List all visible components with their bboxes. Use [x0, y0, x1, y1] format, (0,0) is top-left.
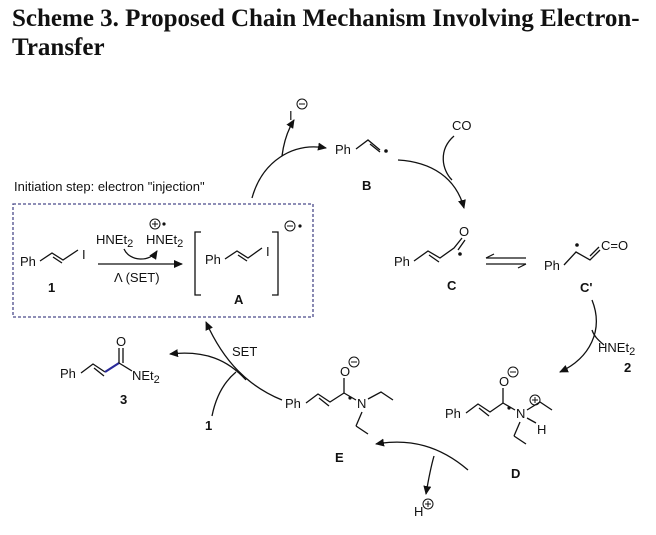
- amine-reagent: HNEt2: [96, 232, 133, 250]
- product-amide-3-structure: Ph O NEt2: [60, 334, 160, 386]
- svg-text:O: O: [499, 374, 509, 389]
- svg-text:O: O: [116, 334, 126, 349]
- svg-text:Ph: Ph: [285, 396, 301, 411]
- svg-text:I: I: [82, 247, 86, 262]
- radical-anion-a-structure: Ph I: [194, 220, 302, 296]
- svg-text:O: O: [340, 364, 350, 379]
- svg-text:Ph: Ph: [20, 254, 36, 269]
- svg-text:Ph: Ph: [60, 366, 76, 381]
- svg-text:O: O: [459, 224, 469, 239]
- svg-text:H: H: [537, 422, 546, 437]
- zwitterion-d-structure: Ph O N H: [445, 366, 553, 445]
- compound-label-b: B: [362, 178, 371, 193]
- iodide-release-arrow: [281, 119, 295, 157]
- radical-anion-e-structure: Ph O N: [285, 356, 394, 435]
- proton-release-arrow: [423, 455, 435, 495]
- compound-label-d: D: [511, 466, 520, 481]
- e-to-product-arrow: [169, 349, 247, 381]
- amine-oxidation-arrow: [123, 248, 158, 260]
- compound-label-e: E: [335, 450, 344, 465]
- proton: H: [414, 504, 423, 519]
- amine-reagent-2: HNEt2: [598, 340, 635, 358]
- compound-1-structure: Ph I: [20, 247, 86, 269]
- compound-label-c: C: [447, 278, 457, 293]
- compound-label-2: 2: [624, 360, 631, 375]
- svg-text:I: I: [266, 244, 270, 259]
- compound-label-1: 1: [48, 280, 55, 295]
- svg-text:Ph: Ph: [544, 258, 560, 273]
- set-cycle-condition: SET: [232, 344, 257, 359]
- carbon-monoxide: CO: [452, 118, 472, 133]
- d-to-e-arrow: [375, 438, 469, 471]
- svg-text:NEt2: NEt2: [132, 368, 160, 386]
- proton-charge: [422, 498, 434, 510]
- compound-label-a: A: [234, 292, 244, 307]
- amine-radical-cation: HNEt2: [146, 232, 183, 250]
- scheme-title: Scheme 3. Proposed Chain Mechanism Invol…: [12, 5, 640, 61]
- acyl-radical-c-structure: Ph O: [394, 224, 469, 269]
- initiation-label: Initiation step: electron "injection": [14, 179, 205, 194]
- set-initiation-condition: Λ (SET): [114, 270, 160, 285]
- compound-label-reagent-1: 1: [205, 418, 212, 433]
- radical-cation-charge: [149, 218, 166, 230]
- initiation-box: [12, 203, 314, 318]
- svg-text:C=O: C=O: [601, 238, 628, 253]
- ketene-radical-c-prime-structure: Ph C=O: [544, 238, 628, 273]
- set-to-a-arrow: [205, 321, 283, 401]
- b-to-c-arrow: [397, 159, 466, 209]
- compound-label-c-prime: C': [580, 280, 592, 295]
- a-to-b-arrow: [251, 142, 327, 199]
- iodide-ion: I: [289, 108, 293, 123]
- iodide-charge: [296, 98, 308, 110]
- svg-text:Ph: Ph: [394, 254, 410, 269]
- svg-text:N: N: [357, 396, 366, 411]
- svg-text:Ph: Ph: [445, 406, 461, 421]
- svg-text:Ph: Ph: [205, 252, 221, 267]
- vinyl-radical-b-structure: Ph: [335, 139, 388, 157]
- c-prime-to-d-arrow: [559, 299, 597, 373]
- compound-label-3: 3: [120, 392, 127, 407]
- svg-text:Ph: Ph: [335, 142, 351, 157]
- svg-text:N: N: [516, 406, 525, 421]
- equilibrium-arrows: [485, 253, 527, 269]
